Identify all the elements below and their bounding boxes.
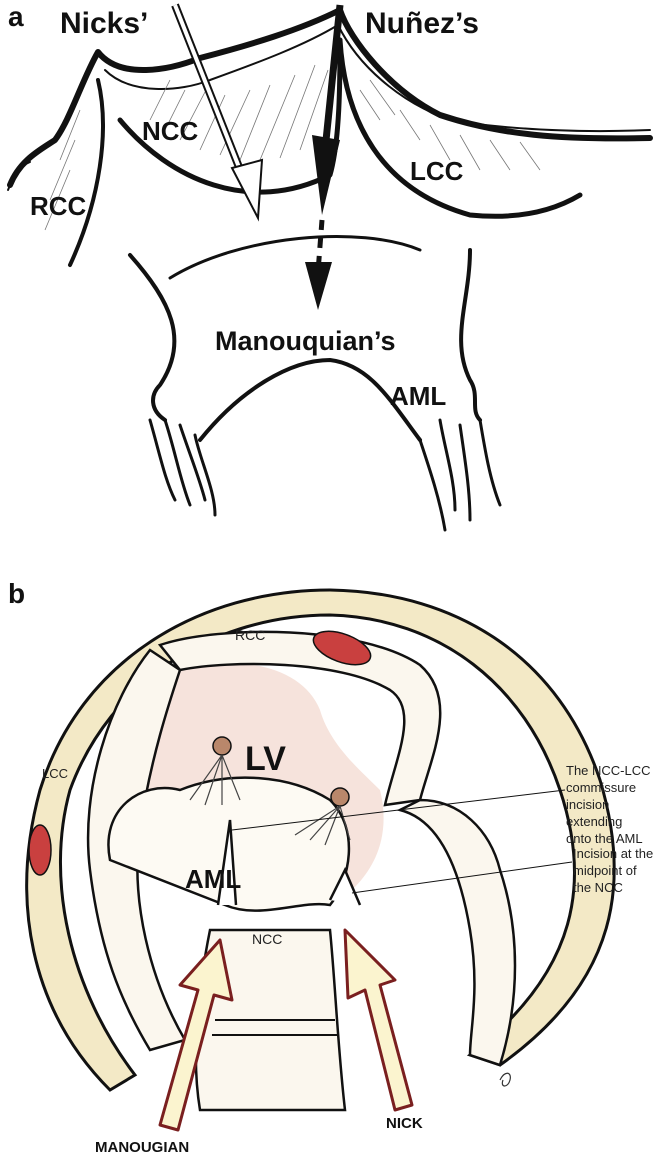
leader-line-1 — [231, 789, 566, 831]
aortic-root-inner — [104, 24, 651, 133]
papillary-muscle-left — [189, 736, 241, 806]
chordae-left — [148, 418, 217, 517]
papillary-muscle-right — [294, 787, 351, 846]
label-manouquian: Manouquian’s — [215, 326, 396, 356]
nicks-arrow — [171, 3, 264, 222]
label-manougian: MANOUGIAN — [95, 1139, 189, 1156]
label-nick: NICK — [386, 1115, 423, 1132]
label-lv: LV — [245, 740, 286, 778]
annotation-ncc-midpoint: Incision at the midpoint of the NCC — [573, 846, 657, 895]
nick-incision — [328, 867, 362, 906]
manougian-arrow — [158, 938, 234, 1132]
panel-a: a — [7, 1, 653, 532]
leader-line-2 — [351, 861, 573, 894]
label-aml-a: AML — [390, 381, 446, 411]
panel-b: b — [8, 578, 657, 1156]
annulus-curve-a — [168, 235, 422, 280]
artist-signature — [499, 1072, 511, 1087]
ncc-cusp-a — [117, 37, 343, 195]
manougian-incision — [216, 819, 238, 906]
panel-b-label: b — [8, 578, 25, 609]
label-ncc-a: NCC — [142, 116, 199, 146]
label-lcc-a: LCC — [410, 156, 464, 186]
aml-free-edge — [198, 358, 422, 442]
annotation-commissure-incision: The NCC-LCC commissure incision extendin… — [566, 763, 654, 846]
panel-a-label: a — [8, 1, 24, 32]
ncc-strip-lines — [212, 1019, 338, 1036]
label-ncc-b: NCC — [252, 931, 282, 947]
rcc-cusp-a — [68, 78, 105, 267]
label-rcc-a: RCC — [30, 191, 87, 221]
root-stub — [7, 161, 31, 191]
lcc-cusp-a — [337, 37, 583, 219]
nick-arrow — [343, 928, 414, 1112]
aml-outline-b — [459, 248, 482, 422]
label-rcc-b: RCC — [235, 627, 265, 643]
label-lcc-b: LCC — [42, 766, 68, 781]
label-aml-b: AML — [185, 864, 241, 894]
aml-outline-a — [128, 253, 177, 422]
chordae-right — [418, 418, 502, 532]
nunez-arrow — [305, 4, 344, 310]
label-nunez: Nuñez’s — [365, 7, 479, 40]
coronary-ostium-lcc — [28, 824, 52, 876]
hatching-a — [44, 64, 541, 231]
right-leaflet — [396, 798, 517, 1067]
coronary-ostium-rcc — [312, 630, 372, 666]
label-nicks: Nicks’ — [60, 7, 148, 40]
